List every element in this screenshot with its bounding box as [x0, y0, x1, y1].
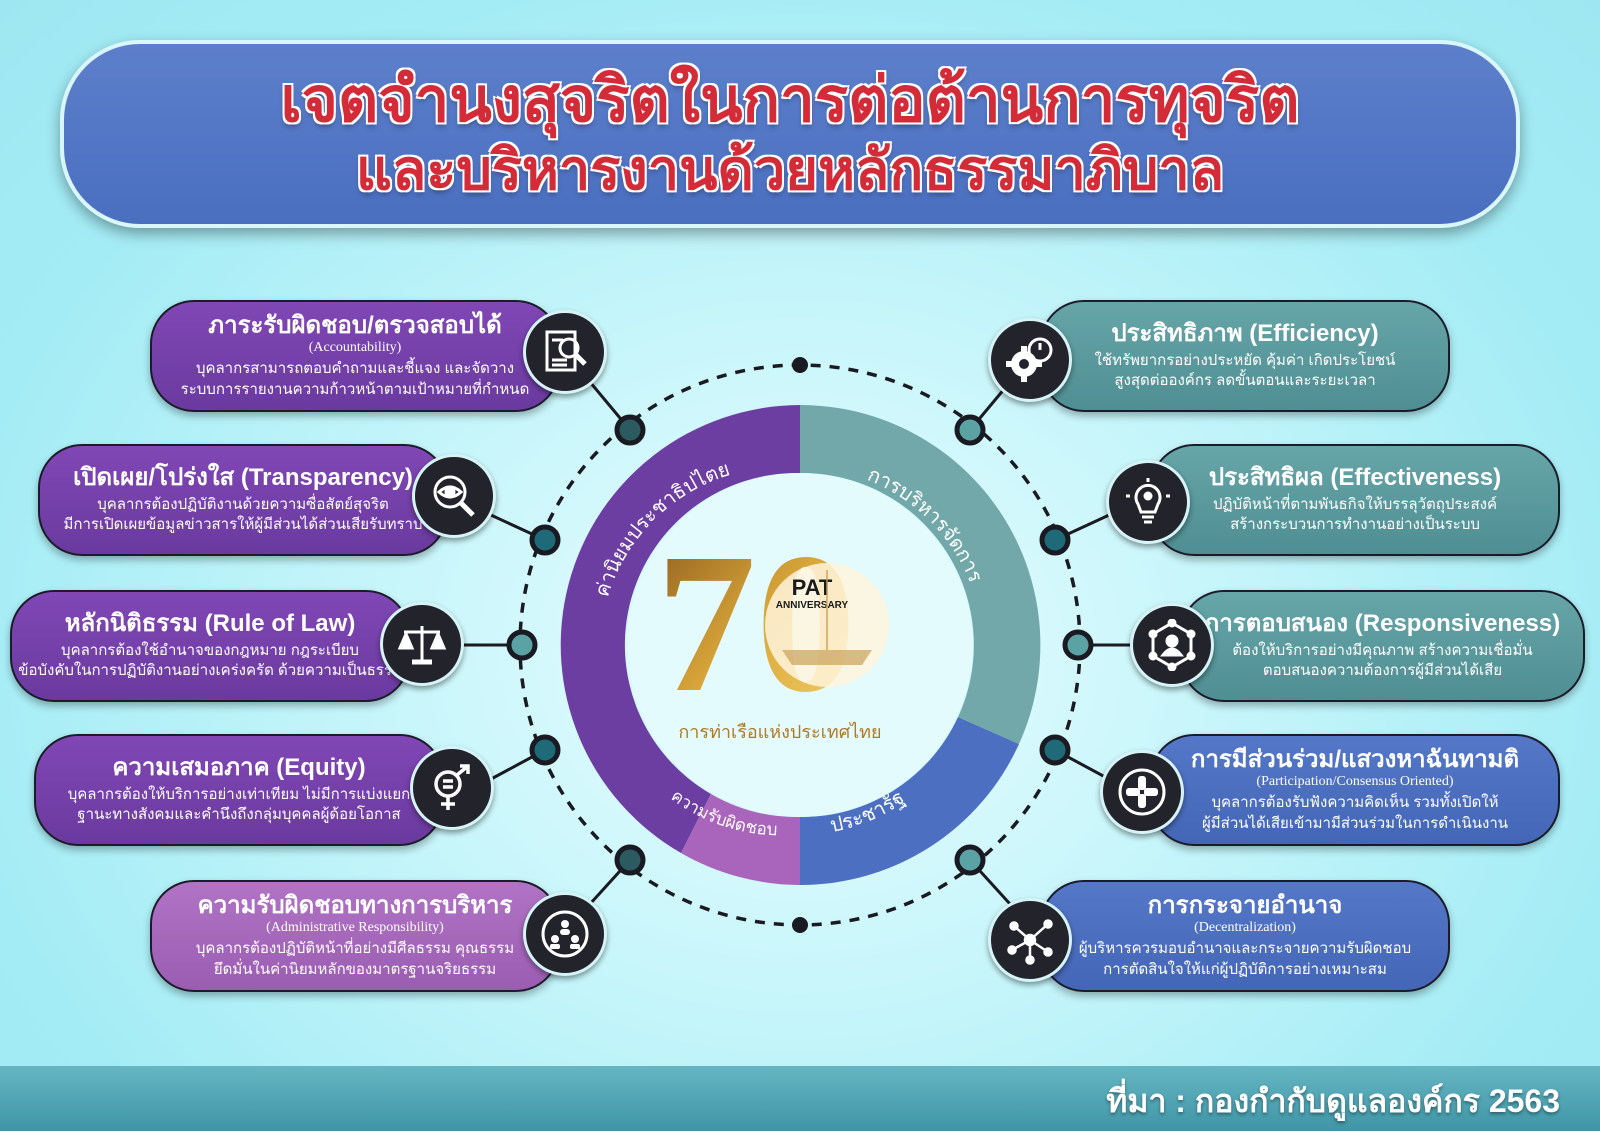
card-desc-2: ตอบสนองความต้องการผู้มีส่วนได้เสีย	[1262, 662, 1503, 680]
card-desc-2: สร้างกระบวนการทำงานอย่างเป็นระบบ	[1230, 516, 1480, 534]
card-desc-1: บุคลากรสามารถตอบคำถามและชี้แจง และจัดวาง	[195, 360, 515, 378]
ring-segment-values	[560, 405, 800, 853]
orbit-nodes	[506, 357, 1094, 933]
card-rule-of-law: หลักนิติธรรม (Rule of Law) บุคลากรต้องใช…	[10, 590, 410, 702]
card-subtitle: (Administrative Responsibility)	[266, 919, 444, 935]
card-title: ความรับผิดชอบทางการบริหาร	[197, 892, 513, 920]
card-desc-1: บุคลากรต้องปฏิบัติงานด้วยความซื่อสัตย์สุ…	[97, 496, 389, 514]
card-title: ประสิทธิภาพ (Efficiency)	[1111, 320, 1379, 348]
donut-ring	[560, 404, 1041, 886]
card-subtitle: (Participation/Consensus Oriented)	[1256, 773, 1454, 789]
lightbulb-person-icon	[1106, 460, 1190, 544]
eye-magnifier-icon	[412, 454, 496, 538]
footer-bar: ที่มา : กองกำกับดูแลองค์กร 2563	[0, 1066, 1600, 1131]
document-search-icon	[523, 310, 607, 394]
ring-segment-management	[800, 404, 1041, 744]
card-title: หลักนิติธรรม (Rule of Law)	[64, 610, 356, 638]
card-accountability: ภาระรับผิดชอบ/ตรวจสอบได้ (Accountability…	[150, 300, 560, 412]
card-desc-1: ใช้ทรัพยากรอย่างประหยัด คุ้มค่า เกิดประโ…	[1094, 352, 1396, 370]
card-desc-2: ระบบการรายงานความก้าวหน้าตามเป้าหมายที่ก…	[180, 380, 530, 398]
gear-stopwatch-icon	[988, 318, 1072, 402]
card-desc-1: บุคลากรต้องให้บริการอย่างเท่าเทียม ไม่มี…	[67, 786, 411, 804]
logo-anniversary: ANNIVERSARY	[776, 600, 849, 611]
ring-segment-responsibility	[681, 794, 800, 885]
card-desc-1: บุคลากรต้องรับฟังความคิดเห็น รวมทั้งเปิด…	[1211, 794, 1499, 812]
card-title: การกระจายอำนาจ	[1147, 892, 1343, 920]
card-title: การมีส่วนร่วม/แสวงหาฉันทามติ	[1190, 746, 1520, 774]
card-subtitle: (Accountability)	[308, 339, 402, 355]
pat-70-logo: 70 PAT ANNIVERSARY การท่าเรือแห่งประเทศไ…	[652, 513, 912, 750]
title-line-2: และบริหารงานด้วยหลักธรรมาภิบาล	[355, 138, 1225, 202]
card-desc-1: ต้องให้บริการอย่างมีคุณภาพ สร้างความเชื่…	[1232, 642, 1533, 660]
card-desc-2: ผู้มีส่วนได้เสียเข้ามามีส่วนร่วมในการดำเ…	[1201, 814, 1508, 832]
card-desc-1: บุคลากรต้องใช้อำนาจของกฎหมาย กฎระเบียบ	[61, 642, 359, 660]
ring-segment-state	[800, 717, 1019, 886]
hands-together-icon	[1100, 750, 1184, 834]
card-responsiveness: การตอบสนอง (Responsiveness) ต้องให้บริกา…	[1180, 590, 1585, 702]
card-desc-2: มีการเปิดเผยข้อมูลข่าวสารให้ผู้มีส่วนได้…	[63, 516, 423, 534]
card-title: ความเสมอภาค (Equity)	[112, 754, 366, 782]
governance-diagram: ค่านิยมประชาธิปไตย การบริหารจัดการ ประชา…	[460, 357, 1140, 933]
card-subtitle: (Decentralization)	[1194, 919, 1296, 935]
card-desc-2: ข้อบังคับในการปฏิบัติงานอย่างเคร่งครัด ด…	[18, 662, 402, 680]
card-title: การตอบสนอง (Responsiveness)	[1204, 610, 1561, 638]
scales-icon	[380, 602, 464, 686]
distribution-network-icon	[988, 898, 1072, 982]
card-desc-1: ปฏิบัติหน้าที่ตามพันธกิจให้บรรลุวัตถุประ…	[1213, 496, 1497, 514]
card-title: ประสิทธิผล (Effectiveness)	[1208, 464, 1502, 492]
card-decentralization: การกระจายอำนาจ (Decentralization) ผู้บริ…	[1040, 880, 1450, 992]
card-title: เปิดเผย/โปร่งใส (Transparency)	[73, 464, 413, 492]
card-efficiency: ประสิทธิภาพ (Efficiency) ใช้ทรัพยากรอย่า…	[1040, 300, 1450, 412]
gender-equality-icon	[410, 746, 494, 830]
logo-org-name: การท่าเรือแห่งประเทศไทย	[678, 721, 881, 742]
card-transparency: เปิดเผย/โปร่งใส (Transparency) บุคลากรต้…	[38, 444, 448, 556]
card-administrative-responsibility: ความรับผิดชอบทางการบริหาร (Administrativ…	[150, 880, 560, 992]
source-credit: ที่มา : กองกำกับดูแลองค์กร 2563	[1106, 1083, 1560, 1119]
card-desc-1: ผู้บริหารควรมอบอำนาจและกระจายความรับผิดช…	[1078, 940, 1412, 958]
card-desc-1: บุคลากรต้องปฏิบัติหน้าที่อย่างมีศีลธรรม …	[195, 940, 515, 958]
person-network-icon	[1130, 603, 1214, 687]
title-line-1: เจตจำนงสุจริตในการต่อต้านการทุจริต	[280, 66, 1300, 136]
card-desc-2: สูงสุดต่อองค์กร ลดขั้นตอนและระยะเวลา	[1114, 372, 1376, 390]
card-desc-2: ฐานะทางสังคมและคำนึงถึงกลุ่มบุคคลผู้ด้อย…	[77, 806, 401, 824]
team-hierarchy-icon	[523, 892, 607, 976]
card-title: ภาระรับผิดชอบ/ตรวจสอบได้	[208, 312, 502, 340]
card-effectiveness: ประสิทธิผล (Effectiveness) ปฏิบัติหน้าที…	[1150, 444, 1560, 556]
title-banner: เจตจำนงสุจริตในการต่อต้านการทุจริต และบร…	[60, 40, 1520, 228]
card-participation: การมีส่วนร่วม/แสวงหาฉันทามติ (Participat…	[1150, 734, 1560, 846]
card-equity: ความเสมอภาค (Equity) บุคลากรต้องให้บริกา…	[34, 734, 444, 846]
card-desc-2: การตัดสินใจให้แก่ผู้ปฏิบัติการอย่างเหมาะ…	[1103, 960, 1387, 978]
card-desc-2: ยึดมั่นในค่านิยมหลักของมาตรฐานจริยธรรม	[213, 960, 497, 978]
